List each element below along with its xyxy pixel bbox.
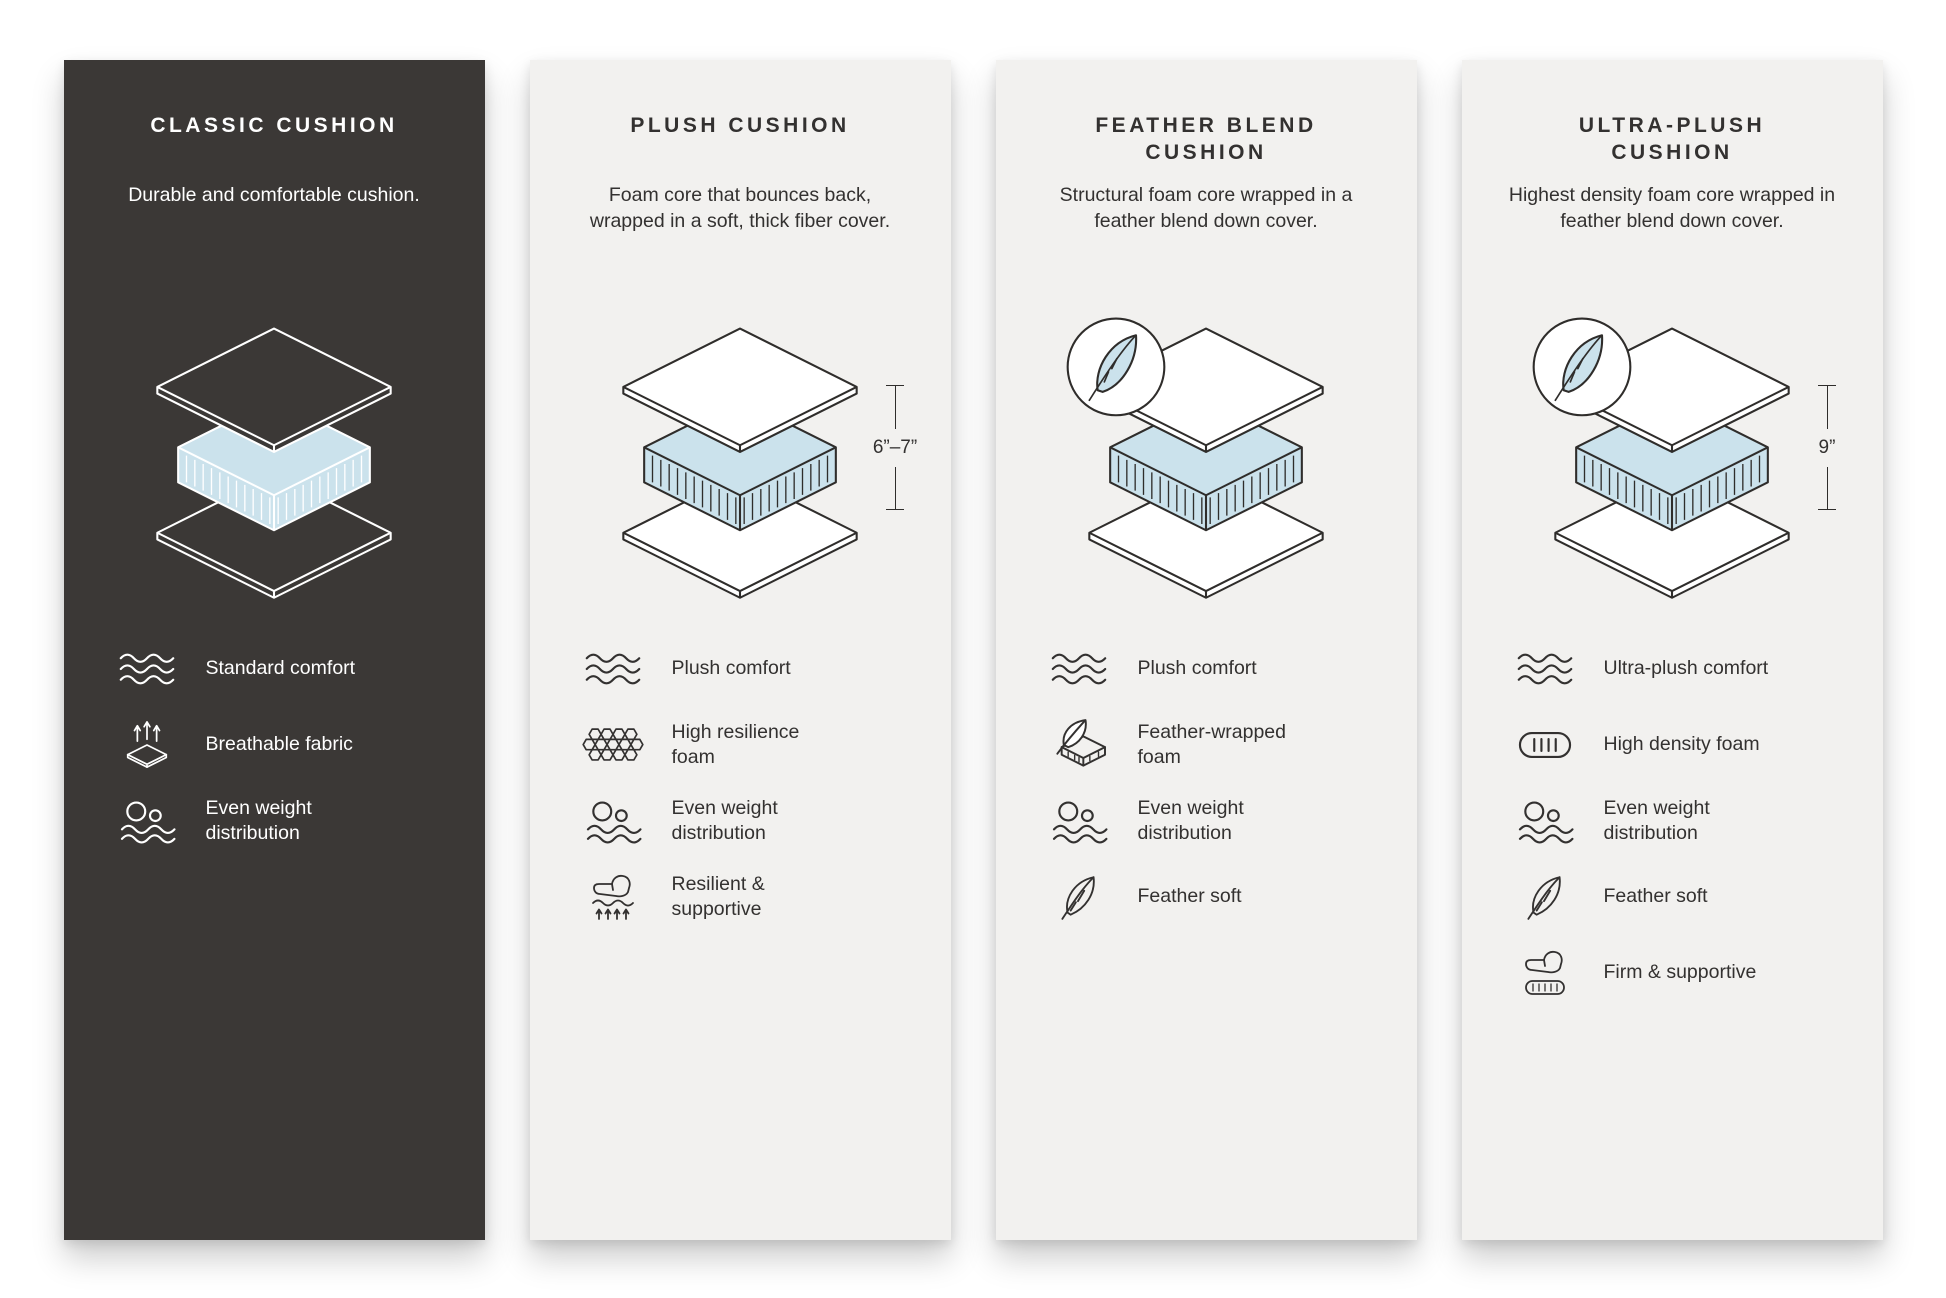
even-weight-icon (116, 795, 178, 847)
waves-icon (1048, 643, 1110, 695)
bottom-layer (1554, 473, 1790, 599)
feature-item: Resilient & supportive (582, 870, 911, 924)
bottom-layer (156, 473, 392, 599)
foam-hatching (1583, 455, 1669, 524)
feature-item: Even weight distribution (582, 794, 911, 848)
feature-label: Breathable fabric (205, 733, 353, 756)
feather-badge (1066, 317, 1166, 417)
feature-item: Feather-wrapped foam (1048, 718, 1377, 772)
bottom-layer (1088, 473, 1324, 599)
feature-item: Standard comfort (116, 642, 445, 696)
cushion-diagram: 6”–7” (590, 310, 921, 608)
feature-list: Ultra-plush comfort High density foam Ev… (1502, 642, 1843, 1022)
feature-label: Plush comfort (1137, 657, 1257, 680)
feature-item: Even weight distribution (1514, 794, 1843, 848)
cushion-layers-illustration (1066, 317, 1324, 599)
cushion-layers-illustration (156, 327, 392, 599)
foam-hatching (1117, 455, 1203, 524)
feather-badge (1532, 317, 1632, 417)
feature-list: Plush comfort High resilience foam Even … (570, 642, 911, 946)
feature-item: Plush comfort (582, 642, 911, 696)
even-weight-icon (1514, 795, 1576, 847)
cushion-diagram: 9” (1522, 310, 1839, 608)
feature-label: Feather soft (1603, 885, 1708, 908)
feature-label: Even weight distribution (1137, 796, 1244, 844)
feature-item: Ultra-plush comfort (1514, 642, 1843, 696)
measure-cap-bottom (886, 509, 904, 510)
card-ultra-plush-cushion: ULTRA-PLUSH CUSHION Highest density foam… (1461, 60, 1883, 1240)
feature-label: Firm & supportive (1603, 961, 1757, 984)
foam-hatching (743, 455, 829, 524)
even-weight-icon (1048, 795, 1110, 847)
foam-hatching (185, 455, 271, 524)
waves-icon (1514, 643, 1576, 695)
feature-list: Plush comfort Feather-wrapped foam Even … (1036, 642, 1377, 946)
height-measurement: 9” (1815, 385, 1839, 510)
feature-item: High resilience foam (582, 718, 911, 772)
feature-item: Plush comfort (1048, 642, 1377, 696)
even-weight-icon (582, 795, 644, 847)
measure-cap-bottom (1818, 509, 1836, 510)
feature-label: Even weight distribution (205, 796, 312, 844)
measure-label: 6”–7” (869, 428, 921, 467)
feather-brick-icon (1048, 719, 1110, 771)
bottom-layer (622, 473, 858, 599)
foam-bars-icon (1514, 719, 1576, 771)
hand-press-icon (582, 871, 644, 923)
feature-label: Resilient & supportive (671, 872, 765, 920)
feature-item: Breathable fabric (116, 718, 445, 772)
feature-label: Even weight distribution (1603, 796, 1710, 844)
foam-hatching (1675, 455, 1761, 524)
feature-label: Feather-wrapped foam (1137, 720, 1287, 768)
card-description: Foam core that bounces back, wrapped in … (589, 184, 891, 233)
cushion-layers-illustration (1532, 317, 1790, 599)
feature-item: Feather soft (1048, 870, 1377, 924)
top-layer (622, 327, 858, 453)
foam-core-layer (1575, 398, 1769, 532)
foam-hatching (277, 455, 363, 524)
feature-label: Plush comfort (671, 657, 791, 680)
foam-core-layer (1109, 398, 1303, 532)
feature-list: Standard comfort Breathable fabric Even … (104, 642, 445, 870)
breathable-fabric-icon (116, 719, 178, 771)
feature-item: High density foam (1514, 718, 1843, 772)
feature-label: Feather soft (1137, 885, 1242, 908)
card-description: Durable and comfortable cushion. (128, 184, 420, 206)
card-description: Structural foam core wrapped in a feathe… (1059, 184, 1353, 233)
card-feather-blend-cushion: FEATHER BLEND CUSHION Structural foam co… (995, 60, 1417, 1240)
cushion-layers-illustration (622, 327, 858, 599)
foam-hatching (1209, 455, 1295, 524)
feature-label: Even weight distribution (671, 796, 778, 844)
feature-label: High density foam (1603, 733, 1760, 756)
feature-item: Even weight distribution (1048, 794, 1377, 848)
measure-label: 9” (1815, 428, 1839, 467)
feature-label: Standard comfort (205, 657, 356, 680)
waves-icon (582, 643, 644, 695)
foam-core-layer (177, 398, 371, 532)
card-title: FEATHER BLEND CUSHION (1095, 114, 1317, 165)
cushion-diagram (1056, 310, 1356, 608)
foam-hatching (651, 455, 737, 524)
card-title: PLUSH CUSHION (630, 114, 850, 137)
feature-item: Feather soft (1514, 870, 1843, 924)
card-description: Highest density foam core wrapped in fea… (1508, 184, 1836, 233)
card-classic-cushion: CLASSIC CUSHION Durable and comfortable … (63, 60, 485, 1240)
feather-icon (1048, 871, 1110, 923)
feature-label: Ultra-plush comfort (1603, 657, 1769, 680)
foam-core-layer (643, 398, 837, 532)
waves-icon (116, 643, 178, 695)
feather-icon (1514, 871, 1576, 923)
top-layer (156, 327, 392, 453)
cushion-diagram (124, 310, 424, 608)
feature-label: High resilience foam (671, 720, 800, 768)
feature-item: Firm & supportive (1514, 946, 1843, 1000)
card-title: ULTRA-PLUSH CUSHION (1578, 114, 1766, 165)
card-plush-cushion: PLUSH CUSHION Foam core that bounces bac… (529, 60, 951, 1240)
feature-item: Even weight distribution (116, 794, 445, 848)
height-measurement: 6”–7” (869, 385, 921, 510)
card-title: CLASSIC CUSHION (150, 114, 398, 137)
honeycomb-icon (582, 719, 644, 771)
firm-press-icon (1514, 947, 1576, 999)
